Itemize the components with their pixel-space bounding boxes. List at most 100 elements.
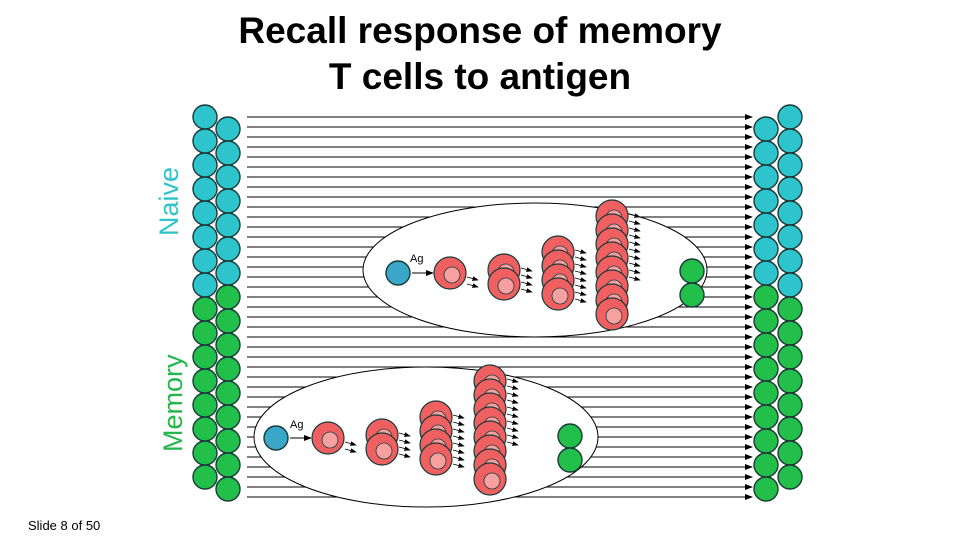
arrow-icon (344, 448, 357, 453)
naive-t-cell-icon (192, 152, 218, 178)
naive-t-cell-icon (192, 272, 218, 298)
arrow-icon (506, 420, 519, 425)
naive-t-cell-icon (215, 260, 241, 286)
naive-t-cell-icon (192, 176, 218, 202)
arrow-icon (398, 439, 411, 444)
lower-expansion-cells (263, 364, 583, 496)
effector-t-cell-core (321, 431, 339, 449)
arrow-icon (398, 453, 411, 458)
antigen-presenting-cell-icon (385, 260, 411, 286)
memory-t-cell-icon (753, 284, 779, 310)
arrow-icon (574, 277, 587, 282)
naive-t-cell-icon (777, 248, 803, 274)
naive-t-cell-icon (215, 212, 241, 238)
arrow-icon (506, 441, 519, 446)
memory-t-cell-icon (753, 476, 779, 502)
left-cell-column (192, 104, 241, 502)
memory-t-cell-icon (192, 296, 218, 322)
upper-expansion-cells (385, 199, 705, 331)
memory-t-cell-icon (215, 356, 241, 382)
memory-t-cell-icon (777, 392, 803, 418)
slide-title: Recall response of memory T cells to ant… (180, 8, 780, 100)
upper-expansion-ellipse (362, 202, 708, 338)
memory-t-cell-icon (192, 368, 218, 394)
naive-t-cell-icon (192, 200, 218, 226)
effector-t-cell-core (497, 277, 515, 295)
memory-t-cell-icon (192, 440, 218, 466)
arrow-icon (452, 463, 465, 468)
naive-t-cell-icon (215, 188, 241, 214)
antigen-presenting-cell-icon (263, 425, 289, 451)
naive-t-cell-icon (192, 224, 218, 250)
arrow-icon (452, 456, 465, 461)
arrow-icon (452, 449, 465, 454)
arrow-icon (398, 446, 411, 451)
arrow-icon (452, 428, 465, 433)
arrow-icon (520, 288, 533, 293)
arrow-icon (628, 227, 641, 232)
arrow-icon (506, 392, 519, 397)
memory-t-cell-icon (215, 476, 241, 502)
naive-t-cell-icon (215, 140, 241, 166)
arrow-icon (574, 256, 587, 261)
memory-t-cell-icon (192, 320, 218, 346)
memory-t-cell-icon (777, 368, 803, 394)
memory-t-cell-icon (557, 447, 583, 473)
effector-t-cell-core (429, 452, 447, 470)
memory-t-cell-icon (753, 380, 779, 406)
memory-t-cell-icon (777, 296, 803, 322)
naive-t-cell-icon (215, 116, 241, 142)
arrow-icon (520, 267, 533, 272)
memory-t-cell-icon (777, 344, 803, 370)
naive-t-cell-icon (777, 176, 803, 202)
naive-t-cell-icon (215, 236, 241, 262)
arrow-icon (506, 385, 519, 390)
naive-t-cell-icon (753, 212, 779, 238)
arrow-icon (452, 414, 465, 419)
naive-t-cell-icon (215, 164, 241, 190)
memory-t-cell-icon (215, 284, 241, 310)
arrow-icon (574, 263, 587, 268)
memory-t-cell-icon (557, 423, 583, 449)
memory-t-cell-icon (215, 308, 241, 334)
arrow-icon (506, 413, 519, 418)
naive-t-cell-icon (192, 128, 218, 154)
arrow-icon (628, 255, 641, 260)
arrow-icon (506, 399, 519, 404)
naive-t-cell-icon (753, 260, 779, 286)
memory-t-cell-icon (777, 320, 803, 346)
arrow-icon (520, 274, 533, 279)
arrow-icon (466, 283, 479, 288)
memory-t-cell-icon (777, 440, 803, 466)
upper-expansion-group: Ag (362, 199, 708, 338)
arrow-icon (452, 435, 465, 440)
memory-t-cell-icon (192, 464, 218, 490)
naive-t-cell-icon (753, 188, 779, 214)
memory-t-cell-icon (215, 332, 241, 358)
arrow-icon (628, 276, 641, 281)
arrow-icon (466, 276, 479, 281)
arrow-icon (628, 269, 641, 274)
slide-footer: Slide 8 of 50 (28, 518, 101, 533)
arrow-icon (628, 241, 641, 246)
arrow-icon (398, 432, 411, 437)
naive-t-cell-icon (753, 140, 779, 166)
arrow-icon (574, 270, 587, 275)
naive-t-cell-icon (777, 272, 803, 298)
right-cell-column (753, 104, 803, 502)
arrow-icon (628, 262, 641, 267)
memory-t-cell-icon (679, 258, 705, 284)
arrow-icon (506, 427, 519, 432)
memory-t-cell-icon (777, 464, 803, 490)
memory-t-cell-icon (679, 282, 705, 308)
arrow-icon (506, 378, 519, 383)
lower-antigen-label: Ag (290, 419, 303, 431)
naive-t-cell-icon (753, 236, 779, 262)
naive-t-cell-icon (777, 152, 803, 178)
memory-t-cell-icon (192, 392, 218, 418)
memory-t-cell-icon (753, 308, 779, 334)
effector-t-cell-core (375, 442, 393, 460)
arrow-icon (574, 284, 587, 289)
